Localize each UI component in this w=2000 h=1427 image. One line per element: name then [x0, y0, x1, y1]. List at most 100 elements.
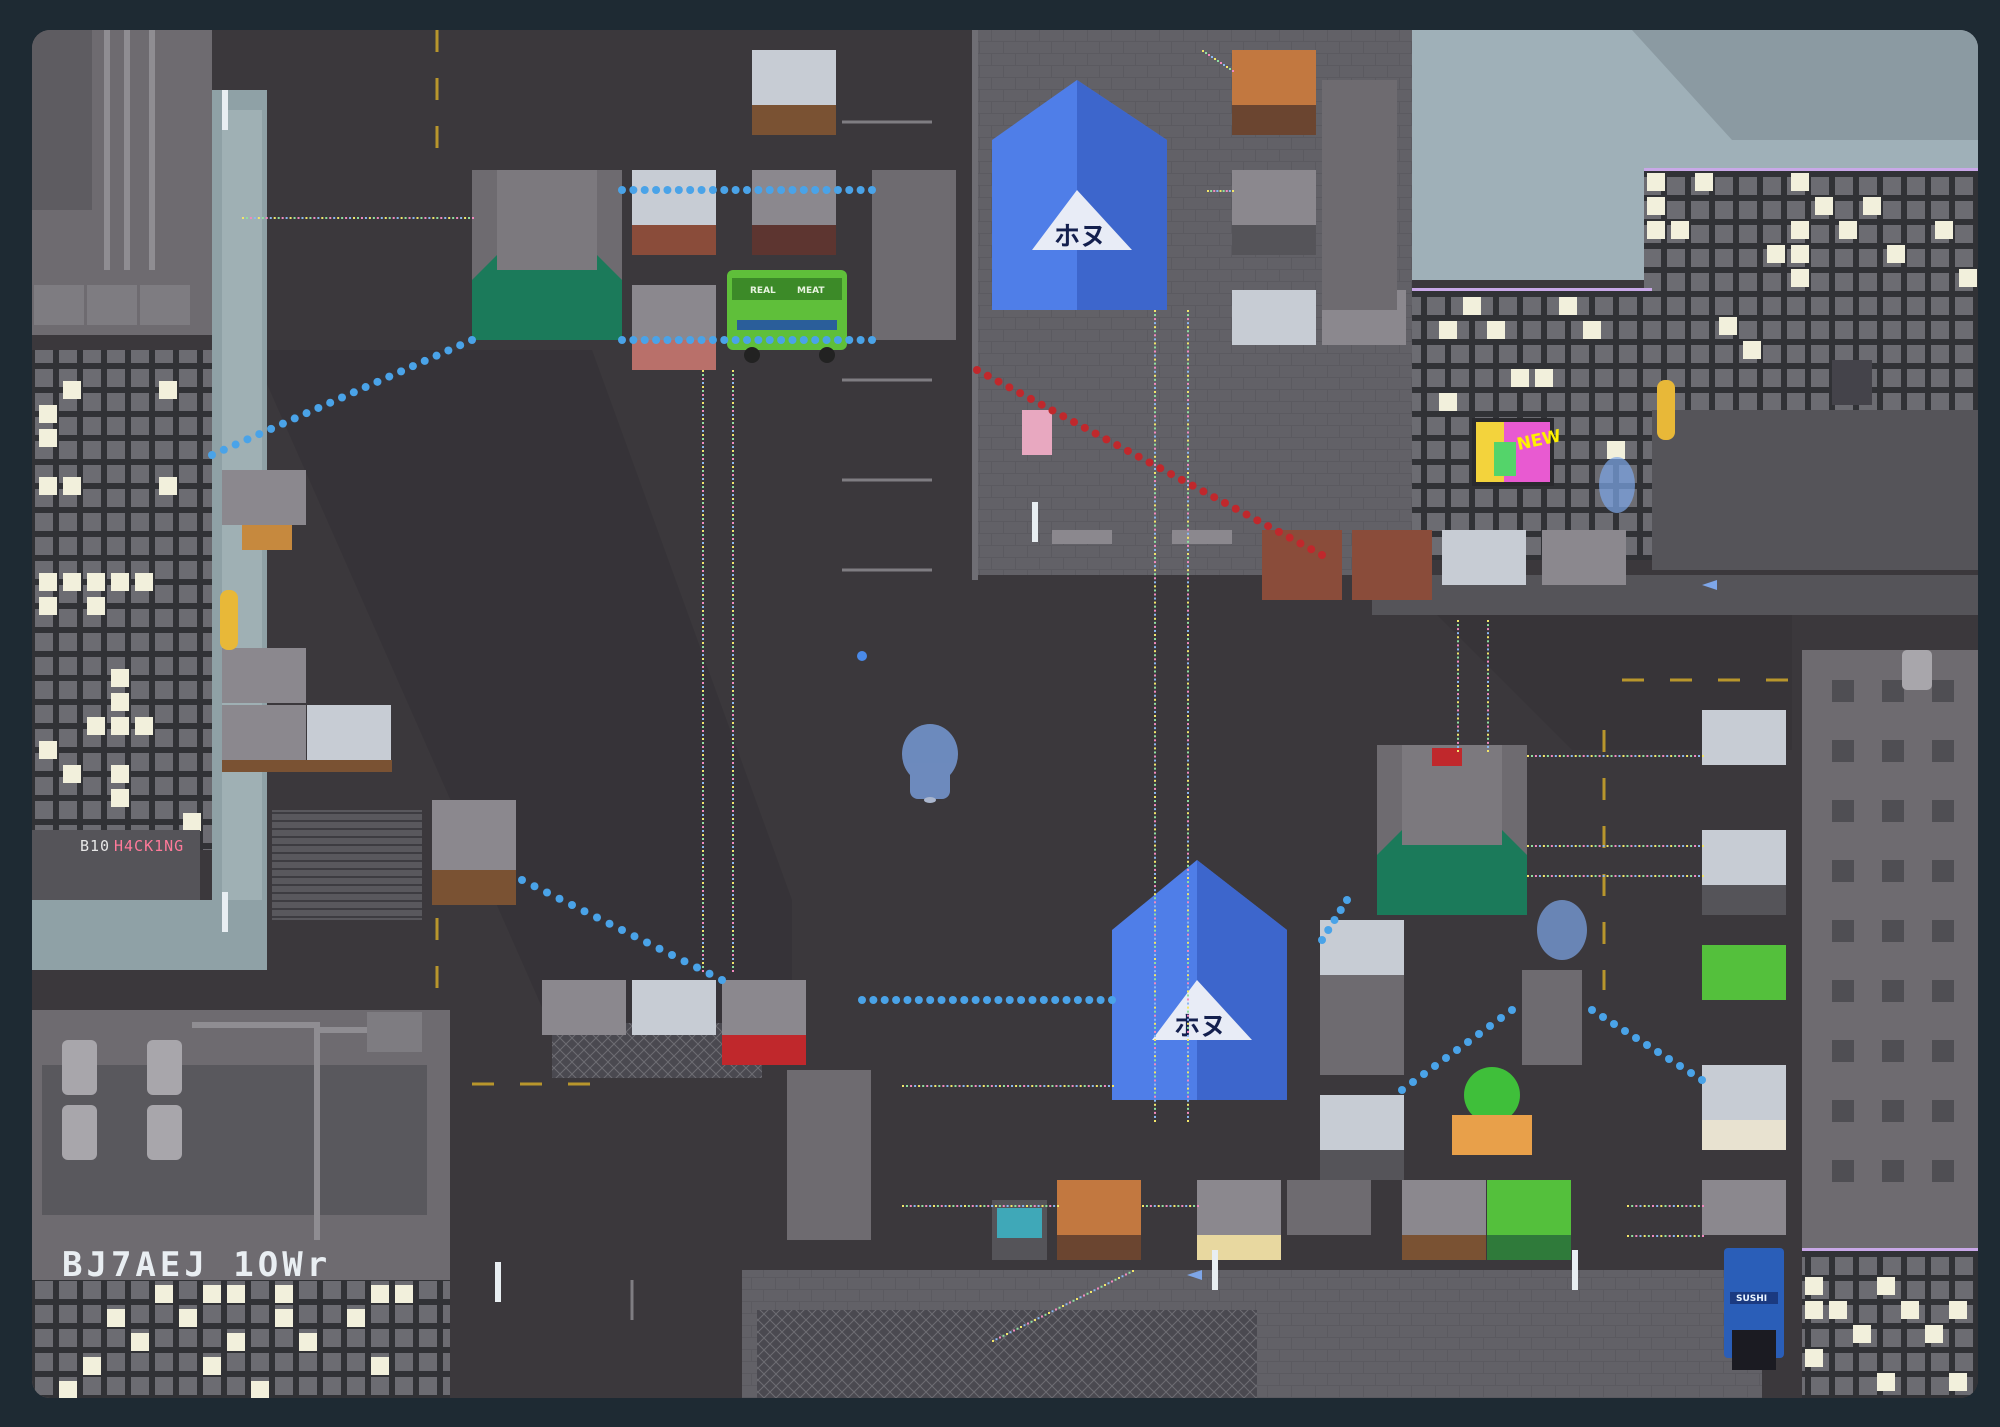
fairy-light	[732, 682, 734, 684]
fairy-light	[1187, 998, 1189, 1001]
fairy-light	[293, 217, 296, 219]
string-light-bulb	[693, 963, 701, 972]
fairy-light	[732, 658, 734, 660]
fairy-light	[732, 386, 734, 388]
fairy-light	[349, 217, 352, 219]
string-light-bulb	[1296, 539, 1305, 548]
fairy-light	[1187, 925, 1189, 928]
fairy-light	[1187, 463, 1189, 466]
fairy-light	[1487, 636, 1489, 639]
fairy-light	[1154, 844, 1156, 847]
string-light-bulb	[290, 414, 299, 423]
fairy-light	[313, 217, 316, 219]
fairy-light	[1020, 1326, 1022, 1328]
fairy-light	[732, 822, 734, 824]
fairy-light	[936, 1205, 939, 1207]
fairy-light	[732, 814, 734, 816]
fairy-light	[317, 217, 320, 219]
fairy-light	[432, 217, 435, 219]
string-light-bulb	[1048, 406, 1057, 415]
fairy-light	[1154, 1051, 1156, 1054]
fairy-light	[732, 802, 734, 804]
fairy-light	[1187, 561, 1189, 564]
fairy-light	[732, 906, 734, 908]
fairy-light	[732, 518, 734, 520]
fairy-light	[1121, 1275, 1124, 1278]
fairy-light	[1666, 755, 1669, 757]
fairy-light	[1154, 1030, 1156, 1033]
arrow-left-icon[interactable]	[1702, 580, 1717, 590]
fairy-light	[732, 582, 734, 584]
city-map[interactable]: NEW	[32, 30, 1978, 1398]
fairy-light	[1154, 330, 1156, 333]
green-food-truck[interactable]: REAL MEAT	[727, 270, 847, 363]
fairy-light	[1154, 1099, 1156, 1102]
fairy-light	[1487, 709, 1489, 712]
fairy-light	[732, 666, 734, 668]
fairy-light	[1154, 378, 1156, 381]
ghost-avatar[interactable]	[1599, 457, 1635, 513]
fairy-light	[732, 542, 734, 544]
sushi-stand[interactable]: SUSHI	[1724, 1248, 1784, 1370]
ghost-avatar[interactable]	[1537, 900, 1587, 960]
fairy-light	[1187, 868, 1189, 871]
fairy-light	[702, 766, 704, 768]
player-avatar[interactable]	[857, 651, 867, 661]
fairy-light	[732, 378, 734, 380]
fairy-light	[1550, 755, 1553, 757]
blue-tent[interactable]: ホヌ	[992, 80, 1167, 310]
fairy-light	[982, 1085, 985, 1087]
ghost-avatar[interactable]	[902, 724, 958, 803]
lit-windows-right-upper	[1647, 173, 1977, 359]
fairy-light	[1187, 1087, 1189, 1090]
fairy-light	[1154, 897, 1156, 900]
fairy-light	[1154, 905, 1156, 908]
fairy-light	[1187, 338, 1189, 341]
fairy-light	[732, 570, 734, 572]
fairy-light	[1457, 689, 1459, 692]
fairy-light	[732, 646, 734, 648]
fairy-light	[1187, 472, 1189, 474]
fairy-light	[1154, 403, 1156, 406]
fairy-light	[1154, 593, 1156, 596]
fairy-light	[1154, 824, 1156, 827]
fairy-light	[732, 430, 734, 432]
fairy-light	[732, 454, 734, 456]
fairy-light	[1654, 755, 1657, 757]
fairy-light	[702, 954, 704, 956]
fairy-light	[1187, 512, 1189, 515]
fairy-light	[732, 778, 734, 780]
string-light-bulb	[973, 366, 981, 374]
fairy-light	[1187, 694, 1189, 697]
fairy-light	[1187, 565, 1189, 568]
fairy-light	[1594, 875, 1597, 877]
fairy-light	[1594, 845, 1597, 847]
fairy-light	[1083, 1085, 1086, 1087]
umbrella-stall[interactable]	[1452, 1115, 1532, 1155]
game-viewport[interactable]: NEW	[32, 30, 1978, 1398]
string-light-bulb	[652, 336, 661, 344]
fairy-light	[1187, 573, 1189, 576]
fairy-light	[702, 902, 704, 904]
string-light-bulb	[833, 336, 842, 344]
fairy-light	[702, 682, 704, 684]
fairy-light	[732, 562, 734, 564]
fairy-light	[1187, 690, 1189, 693]
fairy-light	[994, 1085, 997, 1087]
door[interactable]	[1832, 360, 1872, 405]
fairy-light	[412, 217, 415, 219]
food-cart[interactable]	[1352, 530, 1432, 600]
fairy-light	[1487, 664, 1489, 667]
fairy-light	[1574, 875, 1577, 877]
fairy-light	[732, 634, 734, 636]
blue-tent[interactable]: ホヌ	[1112, 860, 1287, 1100]
fairy-light	[1154, 480, 1156, 483]
arrow-left-icon[interactable]	[1187, 1270, 1202, 1280]
fairy-light	[702, 650, 704, 652]
fairy-light	[1187, 678, 1189, 681]
fairy-light	[702, 438, 704, 440]
fairy-light	[1154, 1115, 1156, 1118]
fairy-light	[1598, 875, 1601, 877]
fairy-light	[1642, 875, 1645, 877]
fairy-light	[732, 446, 734, 448]
